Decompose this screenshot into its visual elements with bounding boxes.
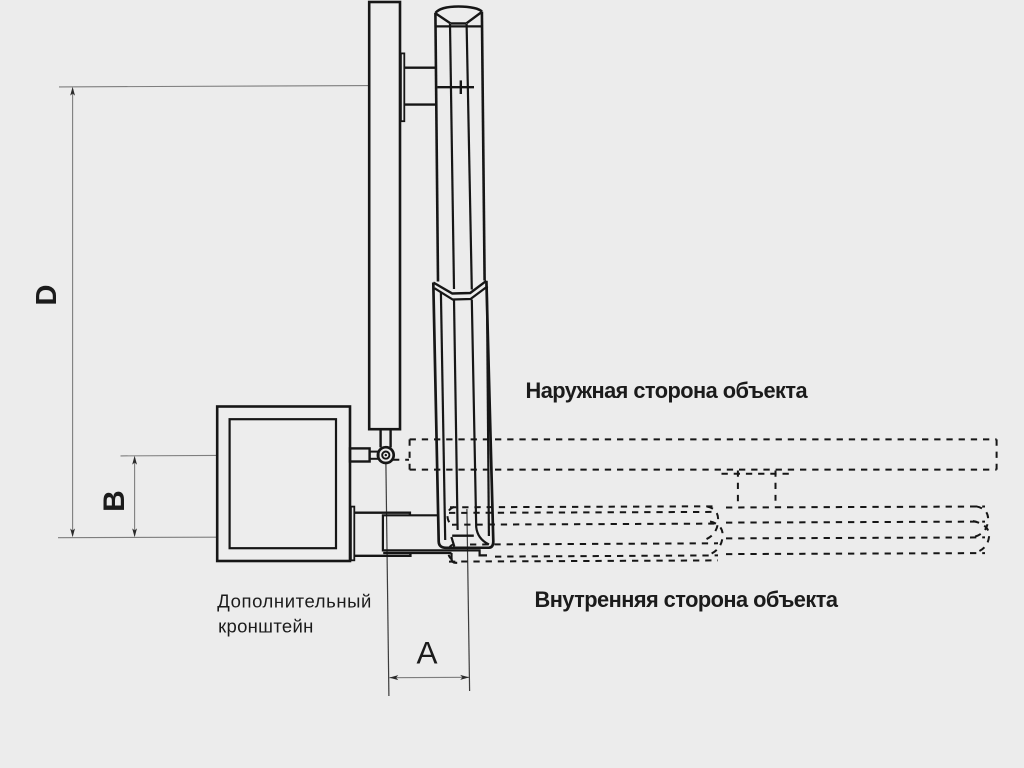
svg-text:кронштейн: кронштейн xyxy=(218,616,314,637)
svg-text:A: A xyxy=(416,634,437,670)
svg-text:Дополнительный: Дополнительный xyxy=(217,590,372,611)
svg-text:B: B xyxy=(98,490,131,512)
svg-text:Внутренняя сторона объекта: Внутренняя сторона объекта xyxy=(535,587,839,612)
svg-text:Наружная сторона объекта: Наружная сторона объекта xyxy=(526,378,809,403)
svg-text:D: D xyxy=(31,285,63,306)
